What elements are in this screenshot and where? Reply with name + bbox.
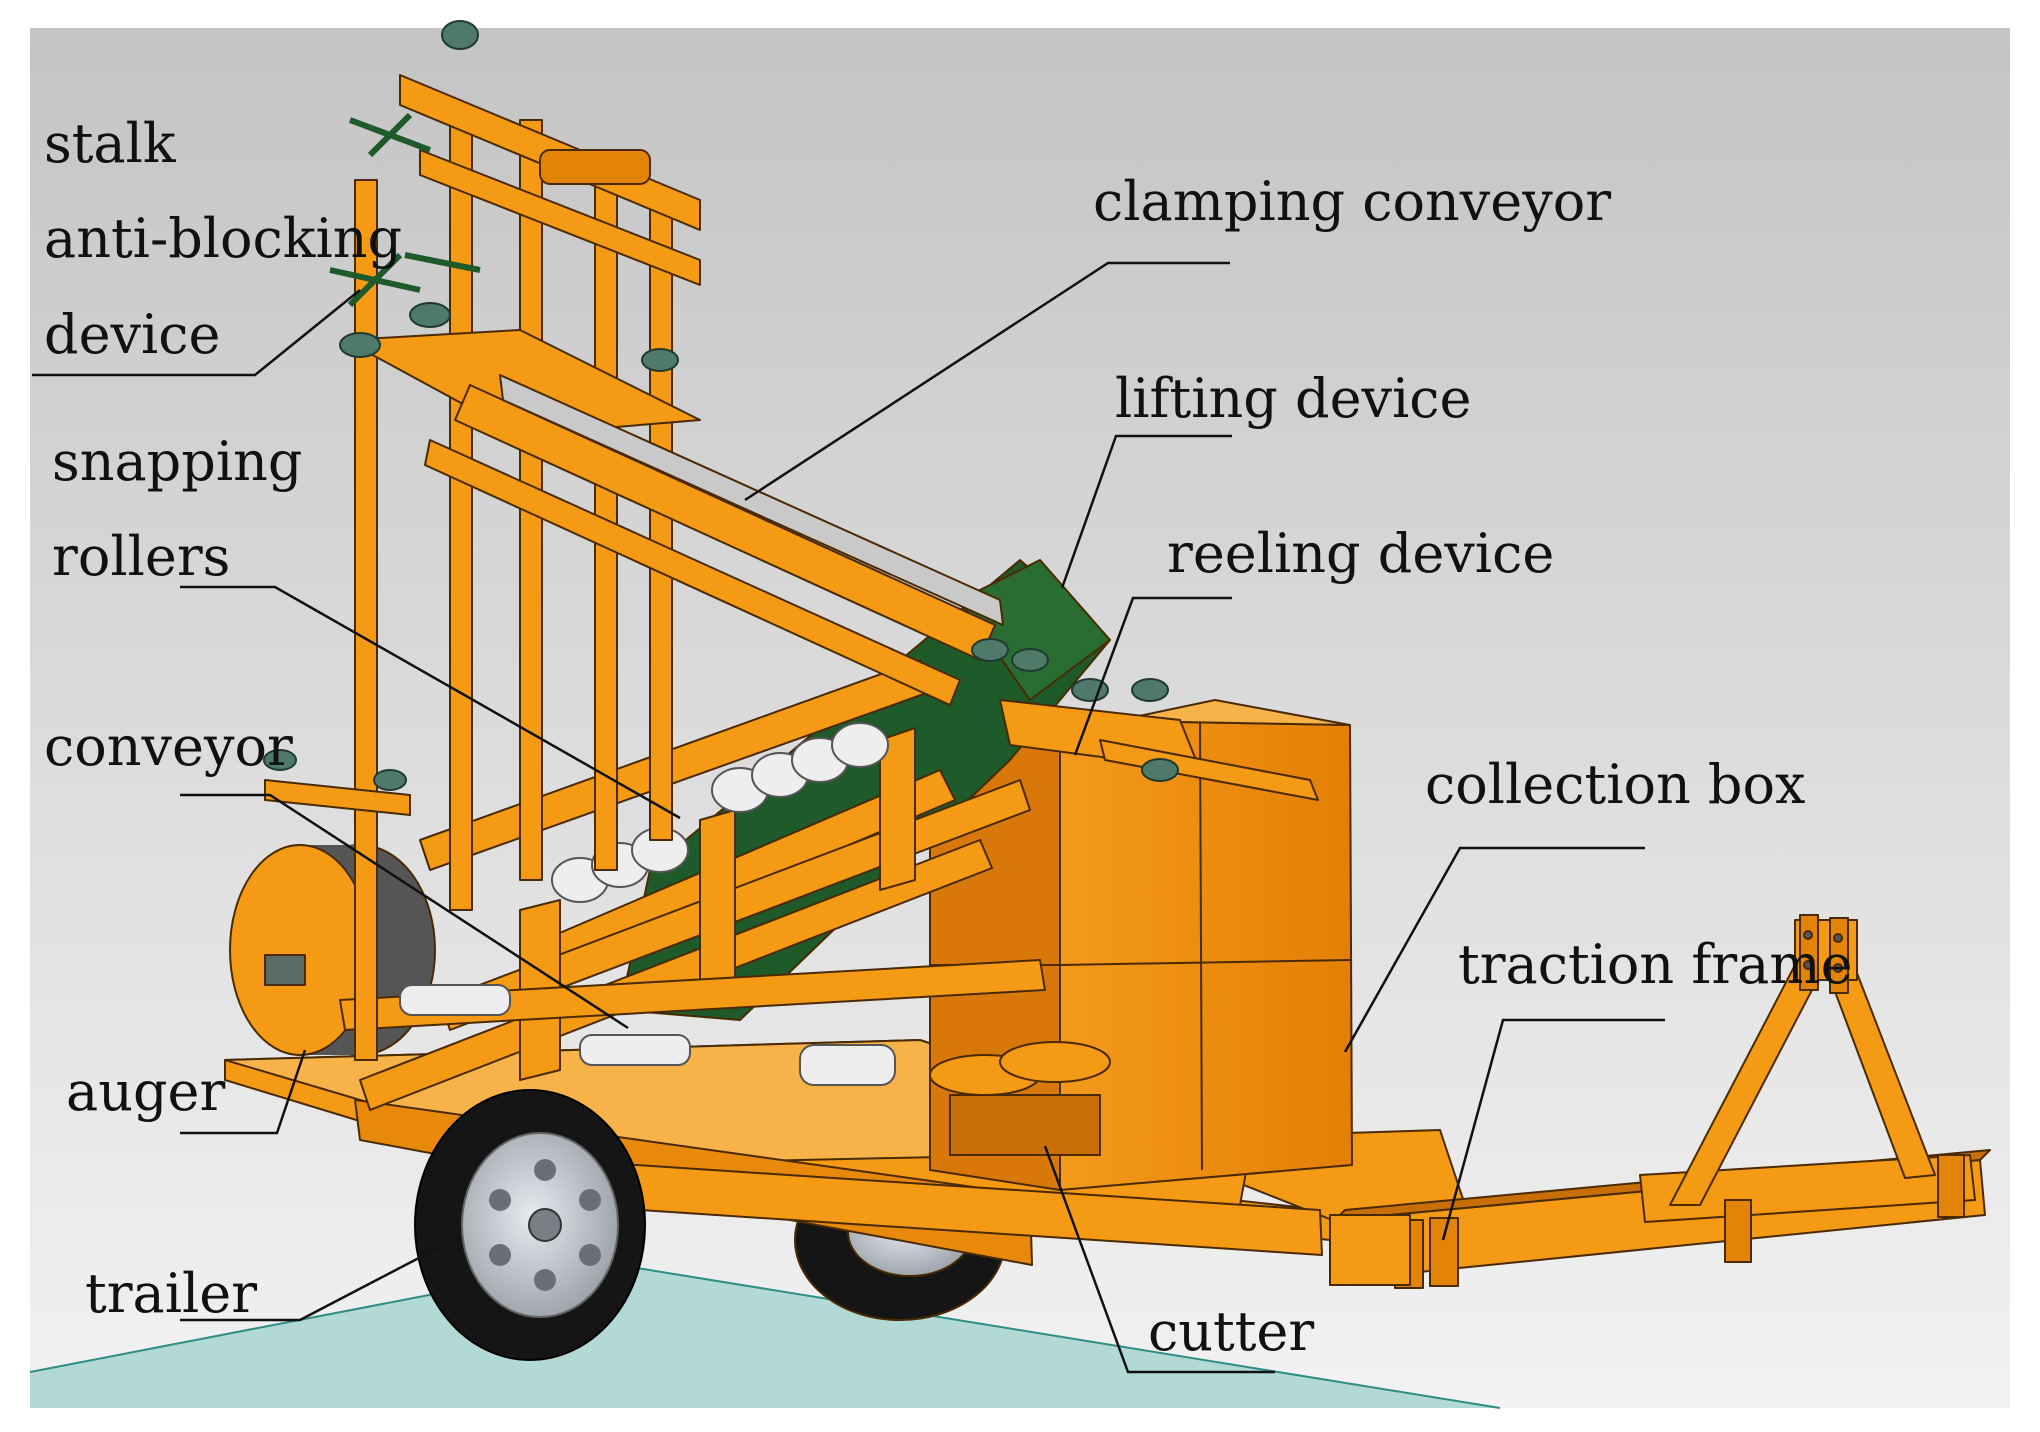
stalk-anti-blocking-device bbox=[329, 112, 481, 308]
leader-collection bbox=[1343, 846, 1645, 1053]
frame-beam bbox=[339, 959, 1046, 1031]
leader-cutter bbox=[1043, 1145, 1275, 1374]
sprockets bbox=[263, 20, 1179, 791]
traction-plate bbox=[1937, 1154, 1965, 1218]
leader-auger bbox=[180, 1049, 307, 1135]
traction-crossbar bbox=[1639, 1154, 1976, 1223]
label-auger: auger bbox=[66, 1060, 226, 1123]
auger-bearing bbox=[264, 954, 306, 986]
vertical-frame bbox=[344, 74, 701, 1061]
clamp-rail bbox=[499, 374, 1004, 626]
leader-clamping bbox=[744, 261, 1230, 502]
frame-beam bbox=[359, 839, 993, 1111]
snapping-rollers bbox=[551, 722, 889, 903]
frame-beam bbox=[879, 727, 916, 891]
label-stalk-line3: device bbox=[44, 303, 221, 366]
leader-reeling bbox=[1073, 596, 1232, 756]
label-reeling-device: reeling device bbox=[1167, 522, 1555, 585]
label-conveyor: conveyor bbox=[44, 715, 293, 778]
label-stalk-line2: anti-blocking bbox=[44, 207, 403, 270]
label-lifting-device: lifting device bbox=[1115, 367, 1472, 430]
traction-plate bbox=[1724, 1199, 1752, 1263]
label-collection-box: collection box bbox=[1425, 753, 1806, 816]
label-trailer: trailer bbox=[85, 1262, 258, 1325]
leader-lines bbox=[32, 261, 1665, 1374]
label-stalk-line1: stalk bbox=[44, 112, 176, 175]
cutter bbox=[929, 1041, 1111, 1156]
label-traction-frame: traction frame bbox=[1458, 933, 1853, 996]
leader-trailer bbox=[180, 1246, 439, 1322]
leader-stalk bbox=[32, 289, 361, 377]
label-snapping-line2: rollers bbox=[52, 525, 231, 588]
reel-arm bbox=[1099, 739, 1319, 801]
deck-cylinders bbox=[399, 984, 896, 1086]
traction-plate bbox=[1429, 1217, 1459, 1287]
leader-traction bbox=[1441, 1018, 1665, 1241]
label-clamping-conveyor: clamping conveyor bbox=[1093, 170, 1612, 233]
frame-post bbox=[449, 109, 473, 911]
snapping-frame bbox=[339, 659, 1046, 1111]
ground-edge bbox=[599, 1261, 1501, 1409]
top-shaft bbox=[539, 149, 651, 185]
label-snapping-line1: snapping bbox=[52, 430, 303, 493]
chassis-block bbox=[1329, 1214, 1411, 1286]
reeling-device bbox=[999, 699, 1319, 801]
label-cutter: cutter bbox=[1148, 1300, 1315, 1363]
leader-snapping bbox=[180, 585, 681, 820]
belt-hood bbox=[959, 559, 1111, 701]
frame-top-beam bbox=[419, 149, 701, 286]
clamping-conveyor bbox=[424, 374, 1004, 706]
frame-post bbox=[649, 199, 673, 841]
leader-conveyor bbox=[180, 793, 629, 1030]
clamp-rail bbox=[424, 439, 961, 706]
machine bbox=[224, 20, 1991, 1361]
leader-lifting bbox=[1060, 434, 1232, 589]
trailer-wheel bbox=[414, 1089, 646, 1361]
side-arm bbox=[264, 779, 411, 816]
frame-post bbox=[354, 179, 378, 1061]
